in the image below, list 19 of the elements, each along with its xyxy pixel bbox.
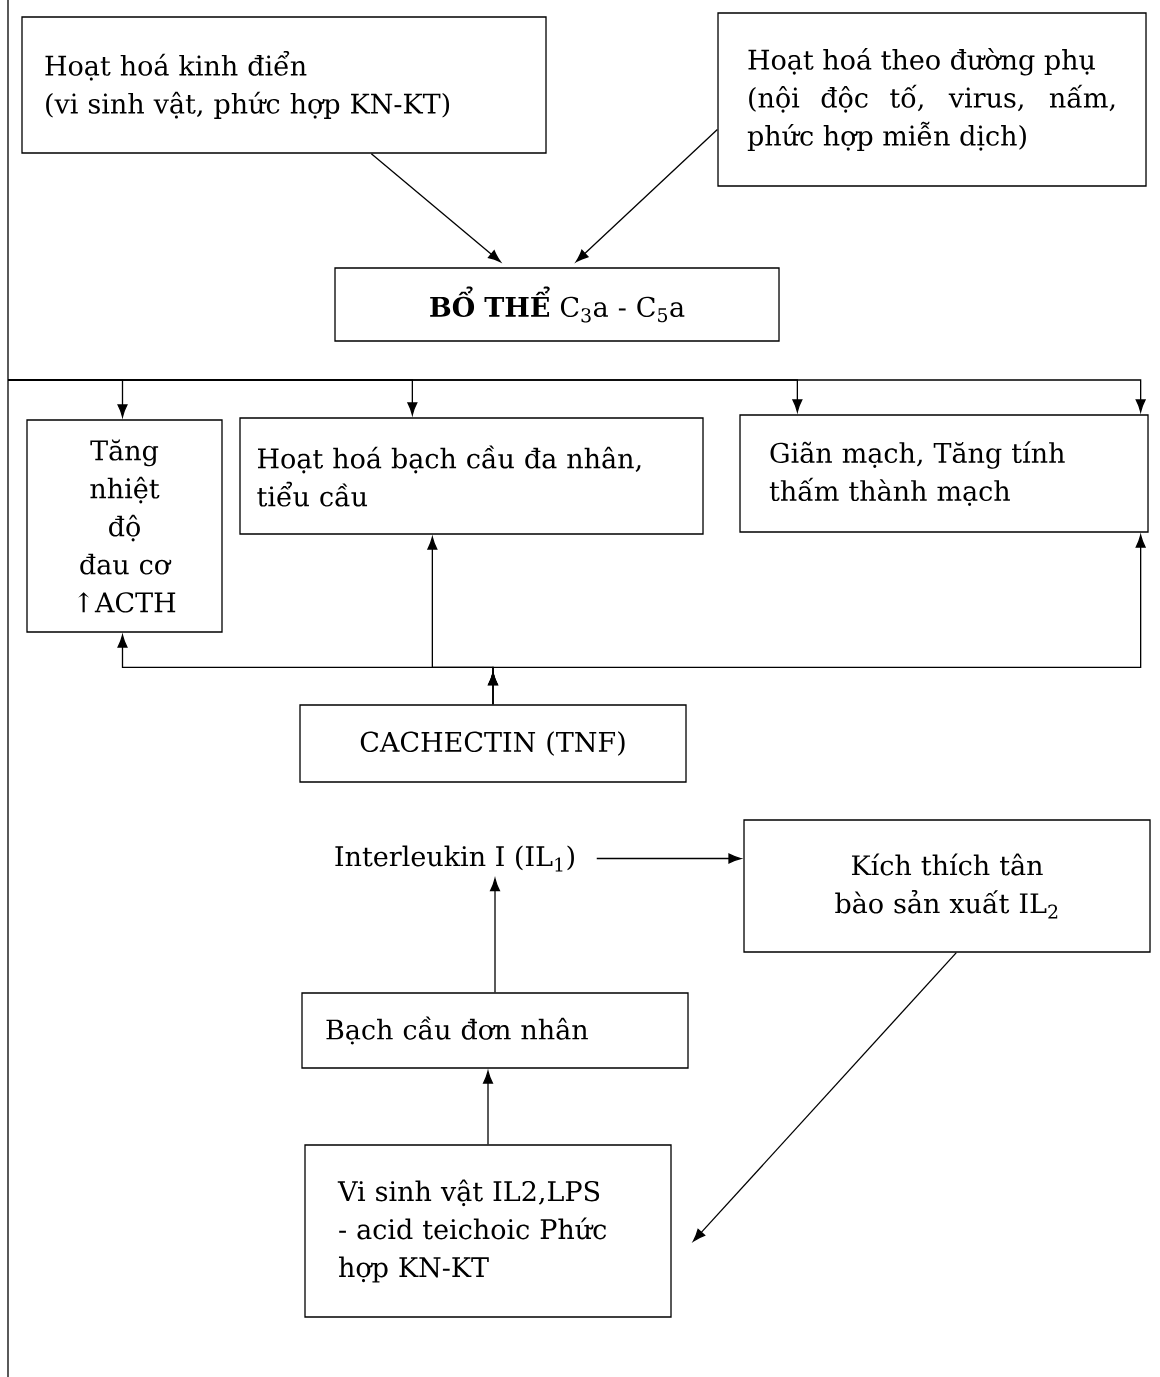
arrow (692, 952, 957, 1242)
process-box: Vi sinh vật IL2,LPS - acid teichoic Phức hợp KN-KT (304, 1144, 672, 1318)
arrow (487, 534, 1146, 705)
process-box: Bạch cầu đơn nhân (301, 992, 689, 1069)
process-box: Kích thích tân bào sản xuất IL$_{2}$ (743, 819, 1151, 953)
process-box: BỔ THỂ C$_{3}$a - C$_{5}$a (334, 267, 780, 342)
process-box: Tăng nhiệt độ đau cơ ↑ACTH (26, 419, 223, 633)
process-box: CACHECTIN (TNF) (299, 704, 687, 783)
process-box: Hoạt hoá bạch cầu đa nhân, tiểu cầu (239, 417, 704, 535)
arrow (370, 153, 501, 263)
arrow (483, 1070, 494, 1145)
arrow (489, 878, 501, 993)
process-box: Hoạt hoá theo đường phụ (nội độc tố, virus, nấm, phức hợp miễn dịch) (717, 12, 1147, 187)
process-box: Hoạt hoá kinh điển (vi sinh vật, phức hợp KN-KT) (21, 16, 547, 154)
arrow (596, 853, 742, 864)
label-text: Interleukin I (IL$_{1}$) (335, 845, 574, 872)
process-box: Giãn mạch, Tăng tính thấm thành mạch (739, 414, 1149, 533)
arrow (575, 128, 718, 263)
arrow (7, 379, 1146, 413)
